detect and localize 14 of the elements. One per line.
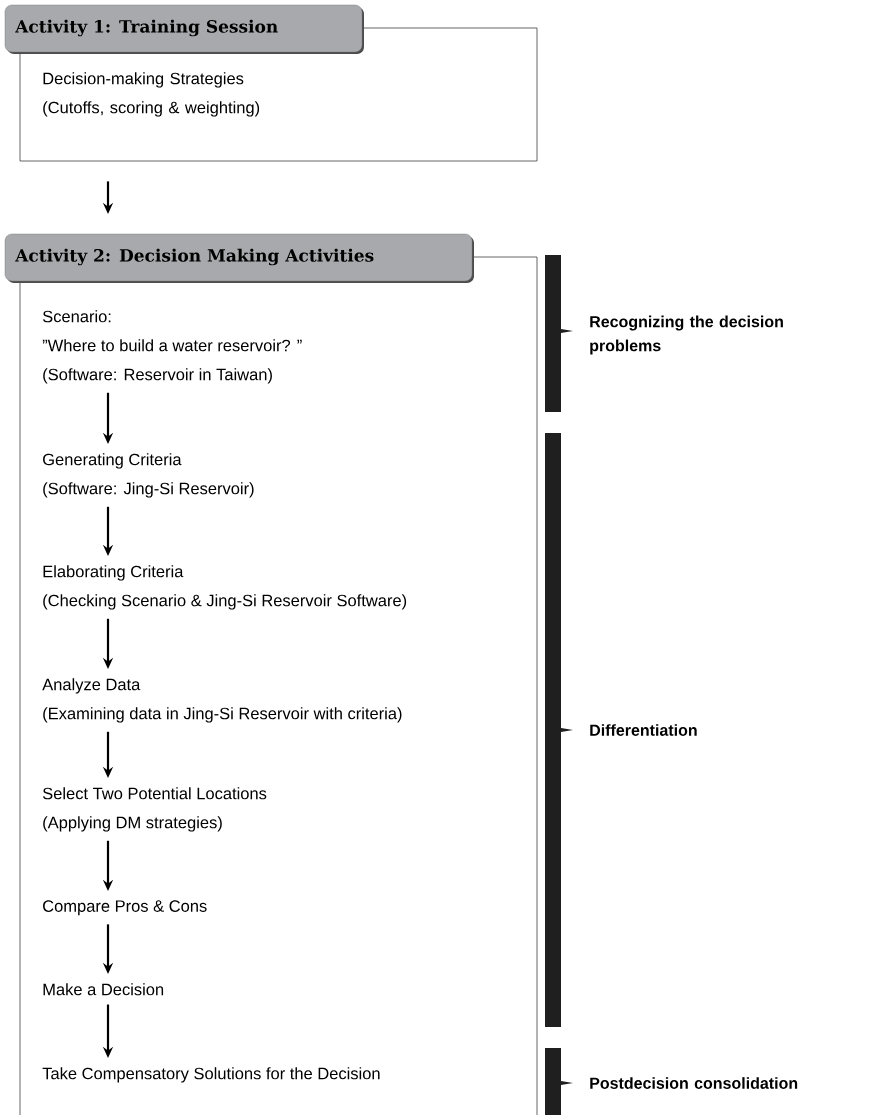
heading-tab: Activity 1: Training Session: [4, 4, 364, 54]
step-text: Elaborating Criteria (Checking Scenario & Jing-Si Reservoir Software): [43, 565, 407, 610]
bracket-label: Postdecision consolidation: [590, 1077, 798, 1089]
step-text: Select Two Potential Locations (Applying DM strategies): [42, 787, 267, 832]
step-text: Analyze Data (Examining data in Jing-Si Reservoir with criteria): [42, 678, 402, 723]
step-text: Scenario: ”Where to build a water reservoir? ” (Software: Reservoir in Taiwan): [42, 310, 302, 384]
step-text: Generating Criteria (Software: Jing-Si Reservoir): [43, 453, 254, 498]
body-text: Decision-making Strategies (Cutoffs, scoring & weighting): [43, 72, 260, 117]
bracket-label: Differentiation: [590, 724, 697, 736]
bracket-label: Recognizing the decision problems: [590, 315, 783, 355]
heading-tab: Activity 2: Decision Making Activities: [4, 233, 474, 283]
step-text: Compare Pros & Cons: [43, 900, 207, 916]
step-text: Make a Decision: [43, 983, 164, 996]
step-text: Take Compensatory Solutions for the Decision: [42, 1067, 380, 1083]
